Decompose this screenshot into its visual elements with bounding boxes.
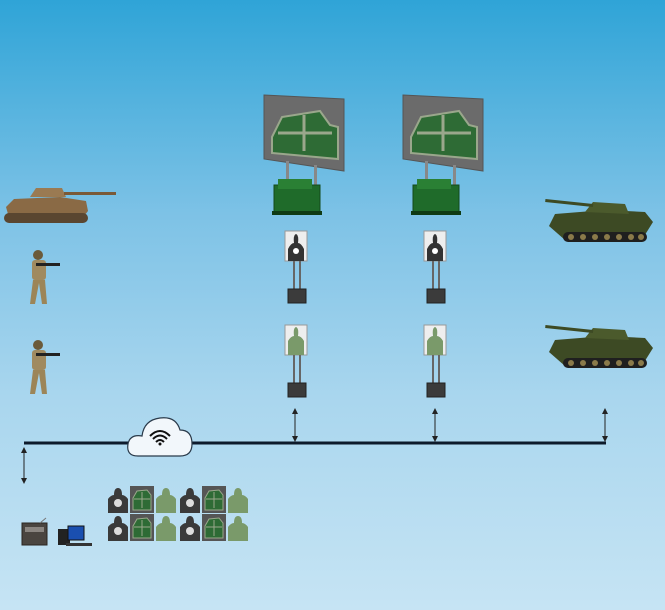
- infantry-target-green-icon: [228, 488, 248, 513]
- armor-target-icon: [129, 485, 155, 514]
- soldier-icon: [30, 250, 60, 304]
- infantry-target-green-icon: [284, 324, 308, 398]
- green-tank-icon: [545, 198, 653, 242]
- wifi-cloud-icon: [127, 417, 193, 457]
- infantry-target-icon: [180, 516, 200, 541]
- infantry-target-icon: [423, 230, 447, 304]
- infantry-target-icon: [284, 230, 308, 304]
- infantry-target-green-icon: [156, 516, 176, 541]
- armor-target-icon: [262, 93, 346, 217]
- armor-target-icon: [201, 513, 227, 542]
- armor-target-icon: [401, 93, 485, 217]
- soldier-icon: [30, 340, 60, 394]
- armor-target-icon: [129, 513, 155, 542]
- armor-target-icon: [201, 485, 227, 514]
- controller-device-icon: [21, 517, 48, 546]
- infantry-target-icon: [180, 488, 200, 513]
- infantry-target-icon: [108, 488, 128, 513]
- computer-icon: [58, 525, 92, 546]
- infantry-target-icon: [108, 516, 128, 541]
- green-tank-icon: [545, 324, 653, 368]
- infantry-target-green-icon: [423, 324, 447, 398]
- brown-tank-icon: [4, 188, 116, 223]
- infantry-target-green-icon: [228, 516, 248, 541]
- infantry-target-green-icon: [156, 488, 176, 513]
- target-inventory-grid: [108, 485, 248, 542]
